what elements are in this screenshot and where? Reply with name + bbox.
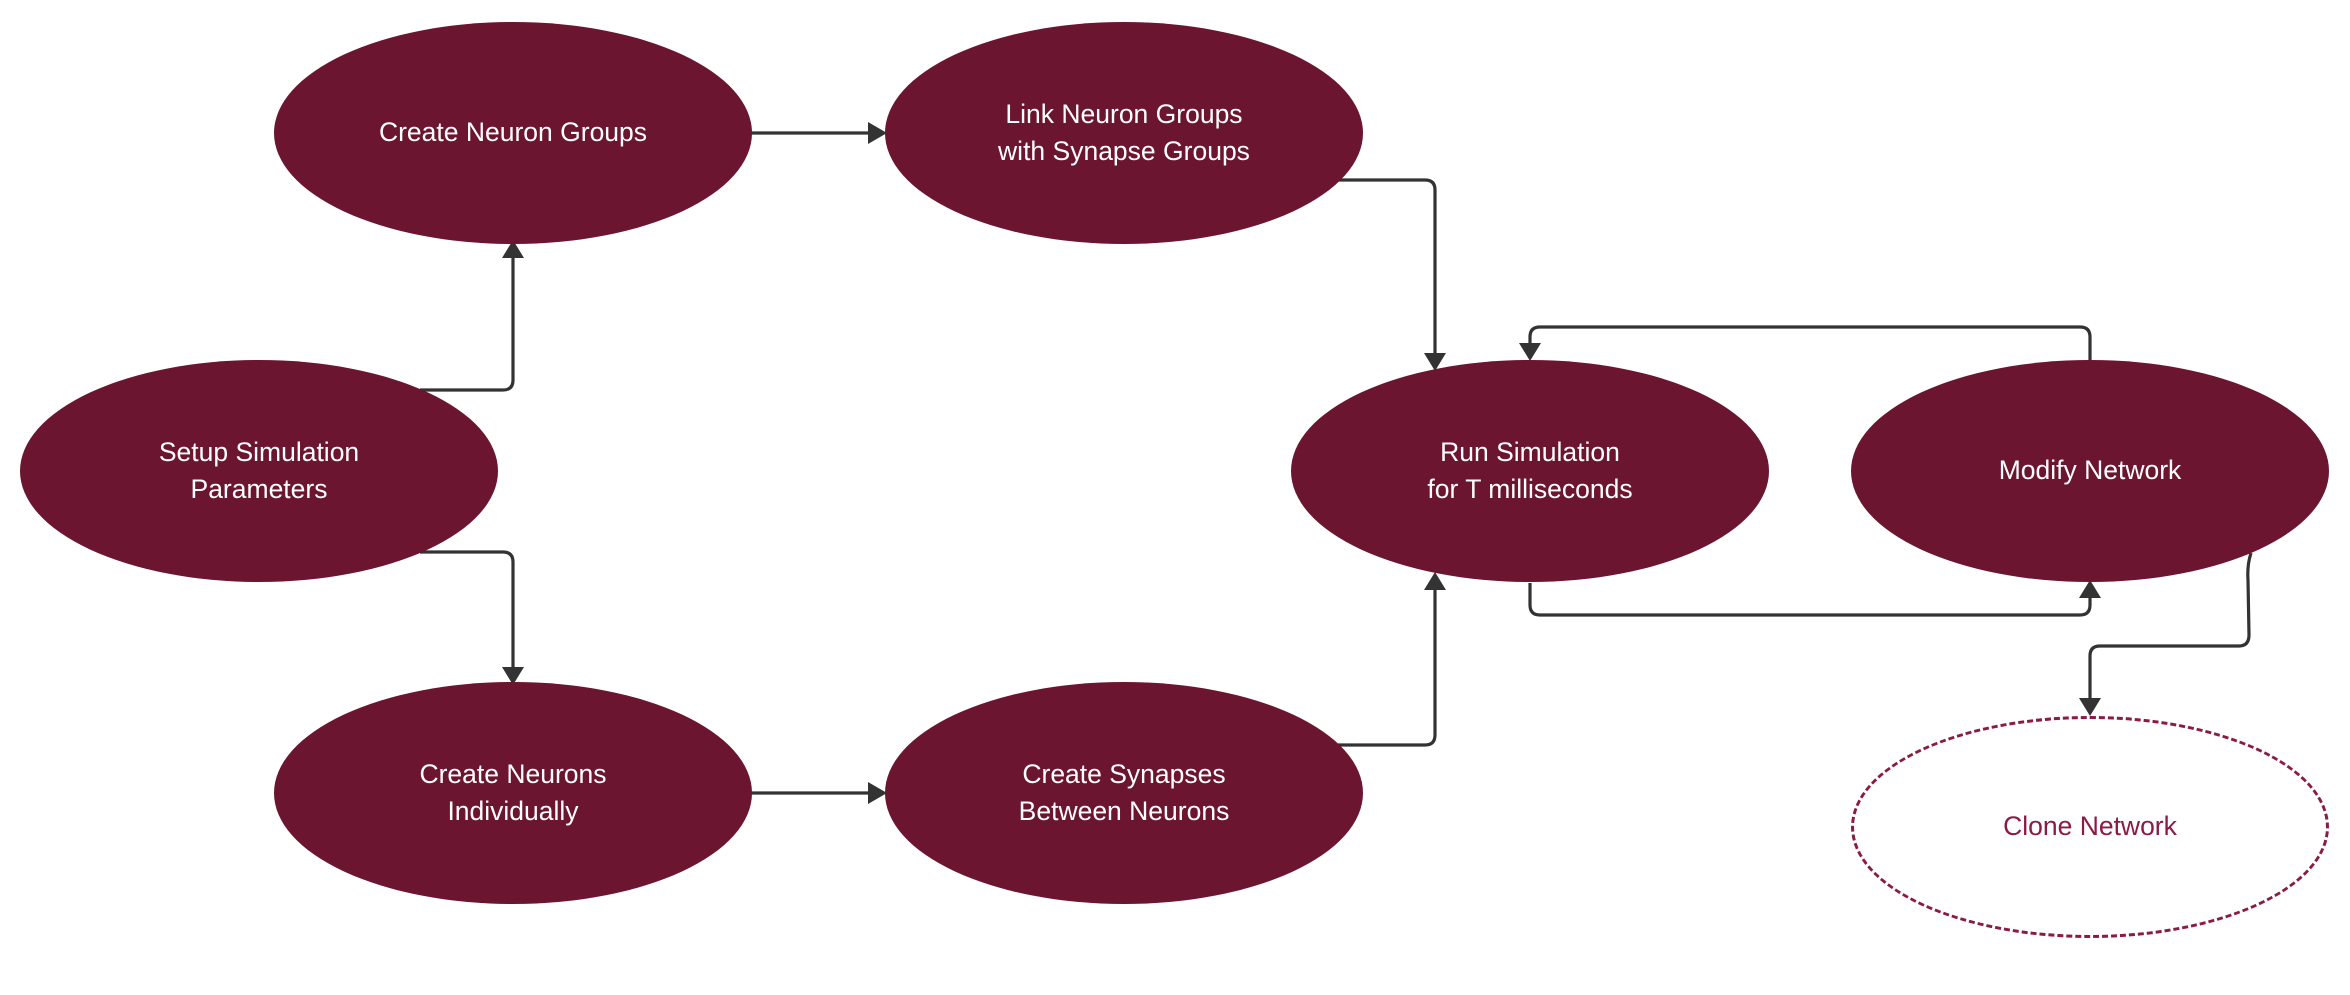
arrowhead-create-synapses [868,782,887,804]
node-run-simulation[interactable]: Run Simulation for T milliseconds [1291,360,1769,582]
arrowhead-run-loop [1519,343,1541,361]
node-link-neuron-groups[interactable]: Link Neuron Groups with Synapse Groups [885,22,1363,244]
arrowhead-modify-bottom [2079,580,2101,598]
edge-modify-to-run [1528,325,2092,360]
arrowhead-link-groups [868,122,887,144]
arrowhead-create-neurons [502,667,524,685]
arrowhead-clone [2079,698,2101,716]
arrowhead-create-groups [502,240,524,258]
node-modify-network[interactable]: Modify Network [1851,360,2329,582]
node-create-synapses-between-neurons[interactable]: Create Synapses Between Neurons [885,682,1363,904]
node-create-neuron-groups[interactable]: Create Neuron Groups [274,22,752,244]
node-label-modify: Modify Network [1998,455,2182,486]
node-label-run: Run Simulation for T milliseconds [1427,436,1633,505]
edge-link-groups-to-run [1338,178,1437,353]
node-create-neurons-individually[interactable]: Create Neurons Individually [274,682,752,904]
edge-setup-to-create-neurons [420,550,515,667]
node-label-create-neurons: Create Neurons Individually [419,758,607,827]
edge-run-to-modify [1528,583,2092,617]
node-setup-simulation-parameters[interactable]: Setup Simulation Parameters [20,360,498,582]
node-label-create-groups: Create Neuron Groups [378,117,648,148]
node-clone-network[interactable]: Clone Network [1851,716,2329,938]
edge-modify-to-clone [2088,552,2253,698]
node-label-create-synapses: Create Synapses Between Neurons [1018,758,1230,827]
node-label-link-groups: Link Neuron Groups with Synapse Groups [998,98,1250,167]
node-label-setup: Setup Simulation Parameters [158,436,360,505]
edge-create-synapses-to-run [1338,590,1437,747]
arrowhead-run-top [1424,353,1446,371]
arrowhead-run-bottom [1424,572,1446,590]
node-label-clone: Clone Network [2003,811,2177,842]
edge-setup-to-create-groups [420,258,515,392]
